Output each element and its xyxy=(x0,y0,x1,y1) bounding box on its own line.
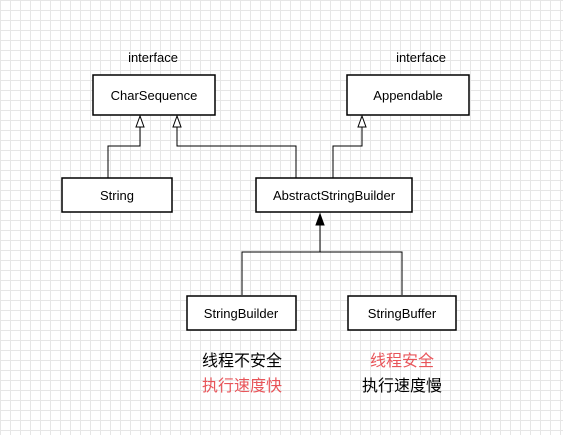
string-buffer-label: StringBuffer xyxy=(368,306,437,321)
edge-abstract-charsequence xyxy=(176,127,297,178)
string-box xyxy=(61,177,173,213)
arrowhead-abstract-charsequence xyxy=(172,114,182,128)
string-builder-box xyxy=(186,295,297,331)
note-string-buffer: 线程安全 执行速度慢 xyxy=(362,351,442,395)
appendable-label: Appendable xyxy=(373,88,442,103)
edge-buffer-abstract xyxy=(320,251,403,295)
abstract-string-builder-box xyxy=(255,177,413,213)
arrowhead-abstract-appendable xyxy=(357,114,367,128)
node-string-buffer[interactable]: StringBuffer xyxy=(347,295,457,331)
arrowheads xyxy=(135,114,367,226)
arrowhead-string-charsequence xyxy=(135,114,145,128)
connectors xyxy=(107,127,403,295)
note-string-builder: 线程不安全 执行速度快 xyxy=(202,351,282,395)
note-buffer-thread-safety: 线程安全 xyxy=(370,351,434,370)
string-buffer-box xyxy=(347,295,457,331)
node-string[interactable]: String xyxy=(61,177,173,213)
appendable-box xyxy=(346,74,470,116)
note-builder-speed: 执行速度快 xyxy=(202,376,282,395)
note-buffer-speed: 执行速度慢 xyxy=(362,376,442,395)
string-label: String xyxy=(100,188,134,203)
node-string-builder[interactable]: StringBuilder xyxy=(186,295,297,331)
arrowhead-builders-abstract xyxy=(315,212,325,226)
string-builder-label: StringBuilder xyxy=(204,306,279,321)
charsequence-box xyxy=(92,74,216,116)
edge-builder-abstract xyxy=(241,225,321,295)
appendable-stereotype: interface xyxy=(396,50,446,65)
note-builder-thread-safety: 线程不安全 xyxy=(202,351,282,370)
node-charsequence[interactable]: CharSequence xyxy=(92,74,216,116)
abstract-string-builder-label: AbstractStringBuilder xyxy=(273,188,396,203)
charsequence-label: CharSequence xyxy=(111,88,198,103)
node-abstract-string-builder[interactable]: AbstractStringBuilder xyxy=(255,177,413,213)
node-appendable[interactable]: Appendable xyxy=(346,74,470,116)
edge-string-charsequence xyxy=(107,127,141,178)
charsequence-stereotype: interface xyxy=(128,50,178,65)
edge-abstract-appendable xyxy=(332,127,363,178)
